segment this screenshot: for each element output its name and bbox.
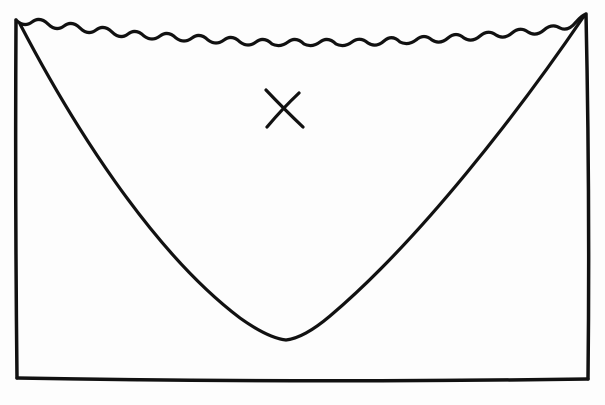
container-bottom xyxy=(17,378,588,381)
container-right-wall xyxy=(586,14,589,379)
wavy-surface-line xyxy=(16,14,586,46)
x-mark-icon xyxy=(266,90,303,127)
hanging-curve xyxy=(20,16,584,340)
container-left-wall xyxy=(16,20,17,378)
